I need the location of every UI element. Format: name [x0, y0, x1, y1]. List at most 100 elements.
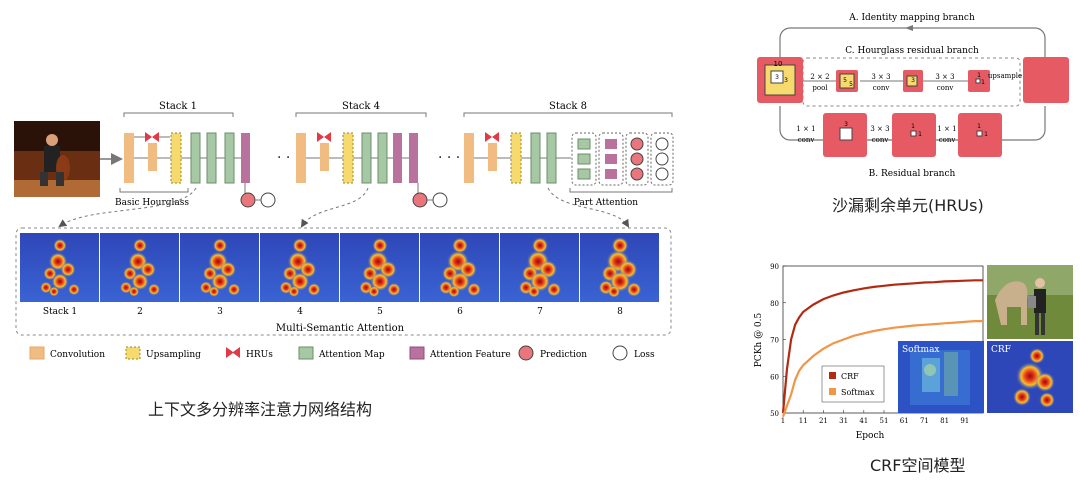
x-axis-label: Epoch — [856, 431, 885, 441]
legend-item-convolution: Convolution — [29, 346, 105, 360]
heatmap-strip: Stack 1 2 3 4 5 6 7 8 — [20, 233, 659, 317]
op-label: 3 × 3 — [871, 73, 890, 81]
dim-label: 10 — [774, 60, 783, 68]
heatmap-4: 4 — [260, 233, 339, 317]
x-tick-label: 81 — [940, 417, 949, 425]
stack-8: Part Attention — [464, 132, 674, 208]
legend-item-upsampling: Upsampling — [125, 346, 201, 360]
legend-label: Convolution — [50, 350, 105, 360]
crf-caption: CRF空间模型 — [870, 456, 966, 475]
x-tick-label: 51 — [880, 417, 889, 425]
op-label: 1 × 1 — [796, 125, 815, 133]
op-label: 3 × 3 — [935, 73, 954, 81]
stack-8-bracket — [463, 112, 673, 117]
stack-1: Basic Hourglass — [115, 132, 276, 208]
softmax-heatmap-inset: Softmax — [898, 341, 984, 413]
legend-item-attention-feature: Attention Feature — [409, 346, 511, 360]
heatmap-label: Stack 1 — [43, 307, 77, 317]
heatmap-6: 6 — [420, 233, 499, 317]
x-tick-label: 11 — [799, 417, 808, 425]
y-axis-label: PCKh @ 0.5 — [754, 312, 764, 367]
op-label: conv — [937, 84, 954, 92]
heatmap-label: 7 — [537, 307, 543, 317]
dim-label: 1 — [918, 131, 922, 138]
op-label: 2 × 2 — [810, 73, 829, 81]
x-tick-label: 41 — [859, 417, 868, 425]
dim-label: 1 — [911, 123, 915, 130]
legend-item-hrus: HRUs — [226, 347, 273, 360]
legend-item-prediction: Prediction — [518, 345, 587, 361]
op-label: conv — [939, 136, 956, 144]
architecture-caption: 上下文多分辨率注意力网络结构 — [148, 400, 373, 419]
dim-label: 3 — [784, 77, 788, 84]
horse-photo-inset — [987, 265, 1073, 339]
softmax-inset-label: Softmax — [902, 345, 940, 355]
stack-1-bracket — [123, 112, 234, 117]
stack-4-bracket — [295, 112, 427, 117]
dim-label: 3 — [911, 77, 915, 84]
crf-heatmap-inset: CRF — [987, 341, 1073, 413]
legend-swatch-crf — [829, 372, 836, 379]
hru-caption: 沙漏剩余单元(HRUs) — [832, 196, 984, 215]
heatmap-5: 5 — [340, 233, 419, 317]
hru-diagram: A. Identity mapping branch C. Hourglass … — [757, 13, 1069, 179]
legend-crf: CRF — [841, 372, 859, 381]
x-tick-label: 31 — [839, 417, 848, 425]
stack-1-label: Stack 1 — [159, 101, 197, 112]
dim-label: 1 — [977, 72, 981, 79]
x-tick-label: 91 — [960, 417, 969, 425]
op-label: 1 × 1 — [937, 125, 956, 133]
dim-label: 1 — [984, 131, 988, 138]
stack-8-label: Stack 8 — [549, 101, 587, 112]
dim-label: 1 — [977, 123, 981, 130]
series-line-softmax — [781, 320, 983, 418]
y-tick-label: 90 — [770, 263, 779, 271]
legend-item-attention-map: Attention Map — [298, 346, 385, 360]
heatmap-7: 7 — [500, 233, 579, 317]
x-tick-label: 71 — [920, 417, 929, 425]
ellipsis-2: · · · — [438, 150, 460, 166]
legend-label: Prediction — [540, 350, 587, 360]
legend-item-loss: Loss — [612, 345, 655, 361]
input-image — [14, 121, 100, 197]
part-attention-label: Part Attention — [574, 198, 638, 208]
ellipsis-1: · · · — [277, 150, 299, 166]
heatmap-label: 2 — [137, 307, 143, 317]
y-tick-label: 70 — [770, 337, 779, 345]
stack-4-label: Stack 4 — [342, 101, 380, 112]
network-architecture: Stack 1 Stack 4 Stack 8 Basic Hourglass — [14, 101, 674, 361]
legend-label: Upsampling — [146, 350, 201, 360]
x-tick-label: 21 — [819, 417, 828, 425]
heatmap-label: 8 — [617, 307, 623, 317]
heatmap-1: Stack 1 — [20, 233, 99, 317]
dim-label: 5 — [843, 77, 847, 84]
y-tick-label: 50 — [770, 410, 779, 418]
op-label: conv — [872, 136, 889, 144]
op-label: pool — [812, 84, 828, 92]
legend-label: Attention Map — [318, 350, 385, 360]
branch-c-label: C. Hourglass residual branch — [845, 46, 979, 56]
op-label: conv — [873, 84, 890, 92]
op-label: 3 × 3 — [870, 125, 889, 133]
heatmap-label: 3 — [217, 307, 223, 317]
heatmap-3: 3 — [180, 233, 259, 317]
y-tick-label: 60 — [770, 373, 779, 381]
heatmap-label: 4 — [297, 307, 303, 317]
series-line-crf — [781, 279, 983, 414]
branch-b-label: B. Residual branch — [869, 169, 956, 179]
x-tick-label: 1 — [781, 417, 785, 425]
op-label: conv — [798, 136, 815, 144]
legend-softmax: Softmax — [841, 388, 875, 397]
hru-output-block — [1023, 57, 1069, 103]
op-label: upsample — [988, 72, 1022, 80]
stack-4 — [296, 132, 448, 208]
dim-label: 3 — [775, 74, 779, 81]
dim-label: 1 — [981, 79, 985, 86]
legend-label: Attention Feature — [429, 350, 511, 360]
crf-inset-label: CRF — [991, 345, 1011, 355]
heatmap-label: 6 — [457, 307, 463, 317]
branch-a-label: A. Identity mapping branch — [848, 13, 975, 23]
y-tick-label: 80 — [770, 300, 779, 308]
